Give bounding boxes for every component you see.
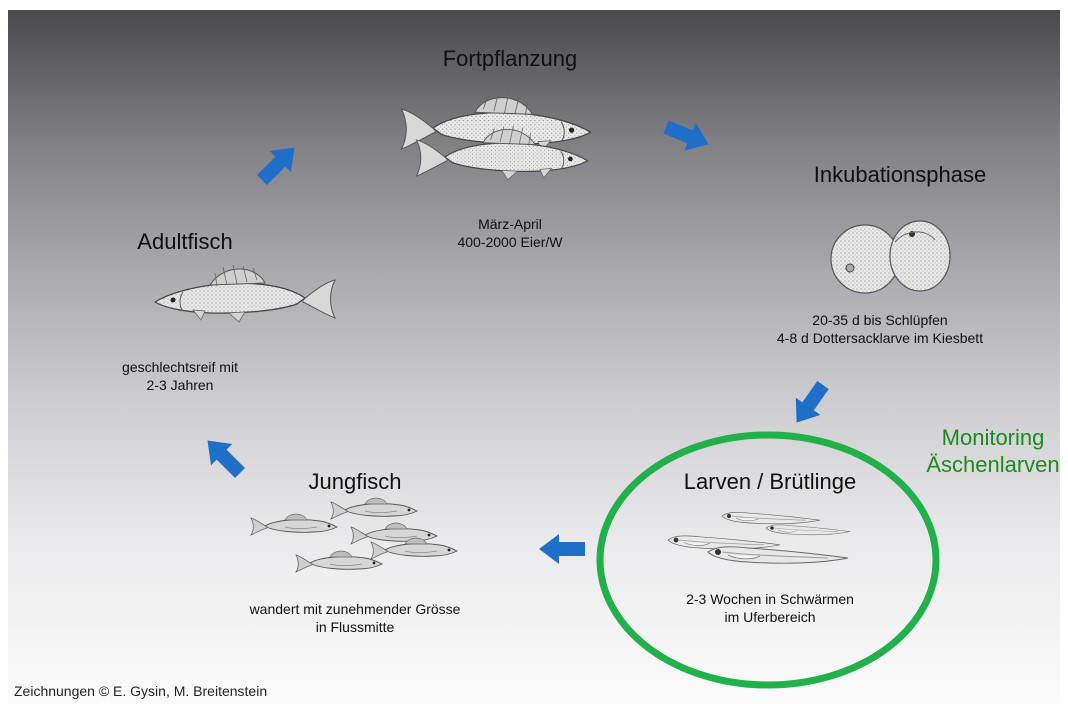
arrow-adult-to-reproduction	[251, 137, 305, 191]
juvenile-line-1: wandert mit zunehmender Grösse	[220, 600, 490, 618]
juvenile-note: wandert mit zunehmender Grösse in Flussm…	[220, 600, 490, 636]
credit-text: Zeichnungen © E. Gysin, M. Breitenstein	[14, 683, 267, 699]
reproduction-note: März-April 400-2000 Eier/W	[410, 215, 610, 251]
arrow-reproduction-to-incubation	[660, 113, 714, 158]
adult-line-1: geschlechtsreif mit	[90, 358, 270, 376]
adult-line-2: 2-3 Jahren	[90, 376, 270, 394]
arrow-larvae-to-juvenile	[539, 534, 585, 564]
larvae-note: 2-3 Wochen in Schwärmen im Uferbereich	[645, 590, 895, 626]
incubation-line-1: 20-35 d bis Schlüpfen	[740, 311, 1020, 329]
stage-title-larvae: Larven / Brütlinge	[665, 469, 875, 495]
monitoring-line-2: Äschenlarven	[918, 451, 1068, 478]
monitoring-label: Monitoring Äschenlarven	[918, 424, 1068, 478]
arrow-juvenile-to-adult	[197, 430, 251, 484]
stage-title-reproduction: Fortpflanzung	[410, 46, 610, 72]
stage-title-juvenile: Jungfisch	[285, 469, 425, 495]
reproduction-line-2: 400-2000 Eier/W	[410, 233, 610, 251]
stage-title-adult: Adultfisch	[110, 229, 260, 255]
larvae-line-2: im Uferbereich	[645, 608, 895, 626]
monitoring-line-1: Monitoring	[918, 424, 1068, 451]
juvenile-line-2: in Flussmitte	[220, 618, 490, 636]
stage-title-incubation: Inkubationsphase	[780, 162, 1020, 188]
adult-note: geschlechtsreif mit 2-3 Jahren	[90, 358, 270, 394]
reproduction-line-1: März-April	[410, 215, 610, 233]
incubation-note: 20-35 d bis Schlüpfen 4-8 d Dottersackla…	[740, 311, 1020, 347]
arrow-incubation-to-larvae	[784, 376, 835, 431]
incubation-line-2: 4-8 d Dottersacklarve im Kiesbett	[740, 329, 1020, 347]
larvae-line-1: 2-3 Wochen in Schwärmen	[645, 590, 895, 608]
